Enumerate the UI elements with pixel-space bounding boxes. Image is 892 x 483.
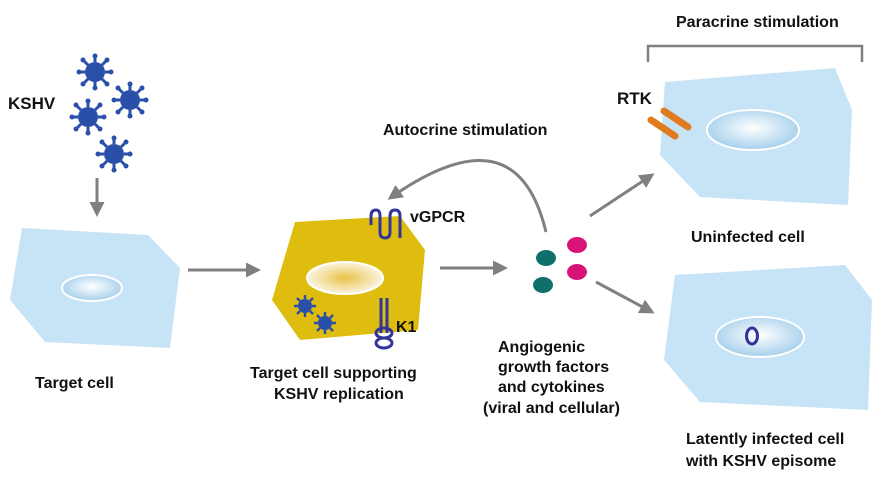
paracrine-label: Paracrine stimulation: [676, 14, 839, 31]
autocrine-label: Autocrine stimulation: [383, 122, 547, 139]
arrow-factors-to-uninfected: [589, 173, 655, 218]
angiogenic-factors-icon: [533, 237, 587, 293]
kshv-virus-icon: [68, 97, 108, 137]
kshv-virus-cluster: [68, 52, 150, 174]
target-cell-nucleus: [61, 274, 123, 302]
uninfected-cell-nucleus: [706, 109, 800, 151]
uninfected-label: Uninfected cell: [691, 229, 805, 246]
kshv-virus-icon: [75, 52, 115, 92]
arrow-factors-to-latent: [595, 280, 655, 314]
k1-label: K1: [396, 319, 417, 336]
replicating-virus-icon: [312, 310, 338, 336]
replicating-cell-nucleus: [306, 261, 384, 295]
replicating-cell-label-line2: KSHV replication: [274, 386, 404, 403]
vgpcr-receptor-icon: [369, 208, 402, 240]
replicating-virus-icon: [292, 293, 318, 319]
latent-label-line1: Latently infected cell: [686, 431, 844, 448]
kshv-virus-icon: [110, 80, 150, 120]
vgpcr-label: vGPCR: [410, 209, 466, 226]
target-cell-label: Target cell: [35, 375, 114, 392]
rtk-receptor-icon: [647, 107, 692, 140]
factors-label-line2: growth factors: [498, 359, 609, 376]
paracrine-bracket: [646, 44, 864, 62]
latent-cell-nucleus: [715, 316, 805, 358]
rtk-label: RTK: [617, 89, 653, 108]
factors-label-line4: (viral and cellular): [483, 400, 620, 417]
kshv-virus-icon: [94, 134, 134, 174]
latent-label-line2: with KSHV episome: [685, 453, 836, 470]
kshv-label: KSHV: [8, 94, 56, 113]
replicating-cell-label-line1: Target cell supporting: [250, 365, 417, 382]
k1-receptor-icon: [374, 298, 394, 350]
kshv-episome-icon: [745, 326, 759, 346]
autocrine-arrow: [387, 158, 548, 233]
factors-label-line3: and cytokines: [498, 379, 605, 396]
factors-label-line1: Angiogenic: [498, 339, 585, 356]
